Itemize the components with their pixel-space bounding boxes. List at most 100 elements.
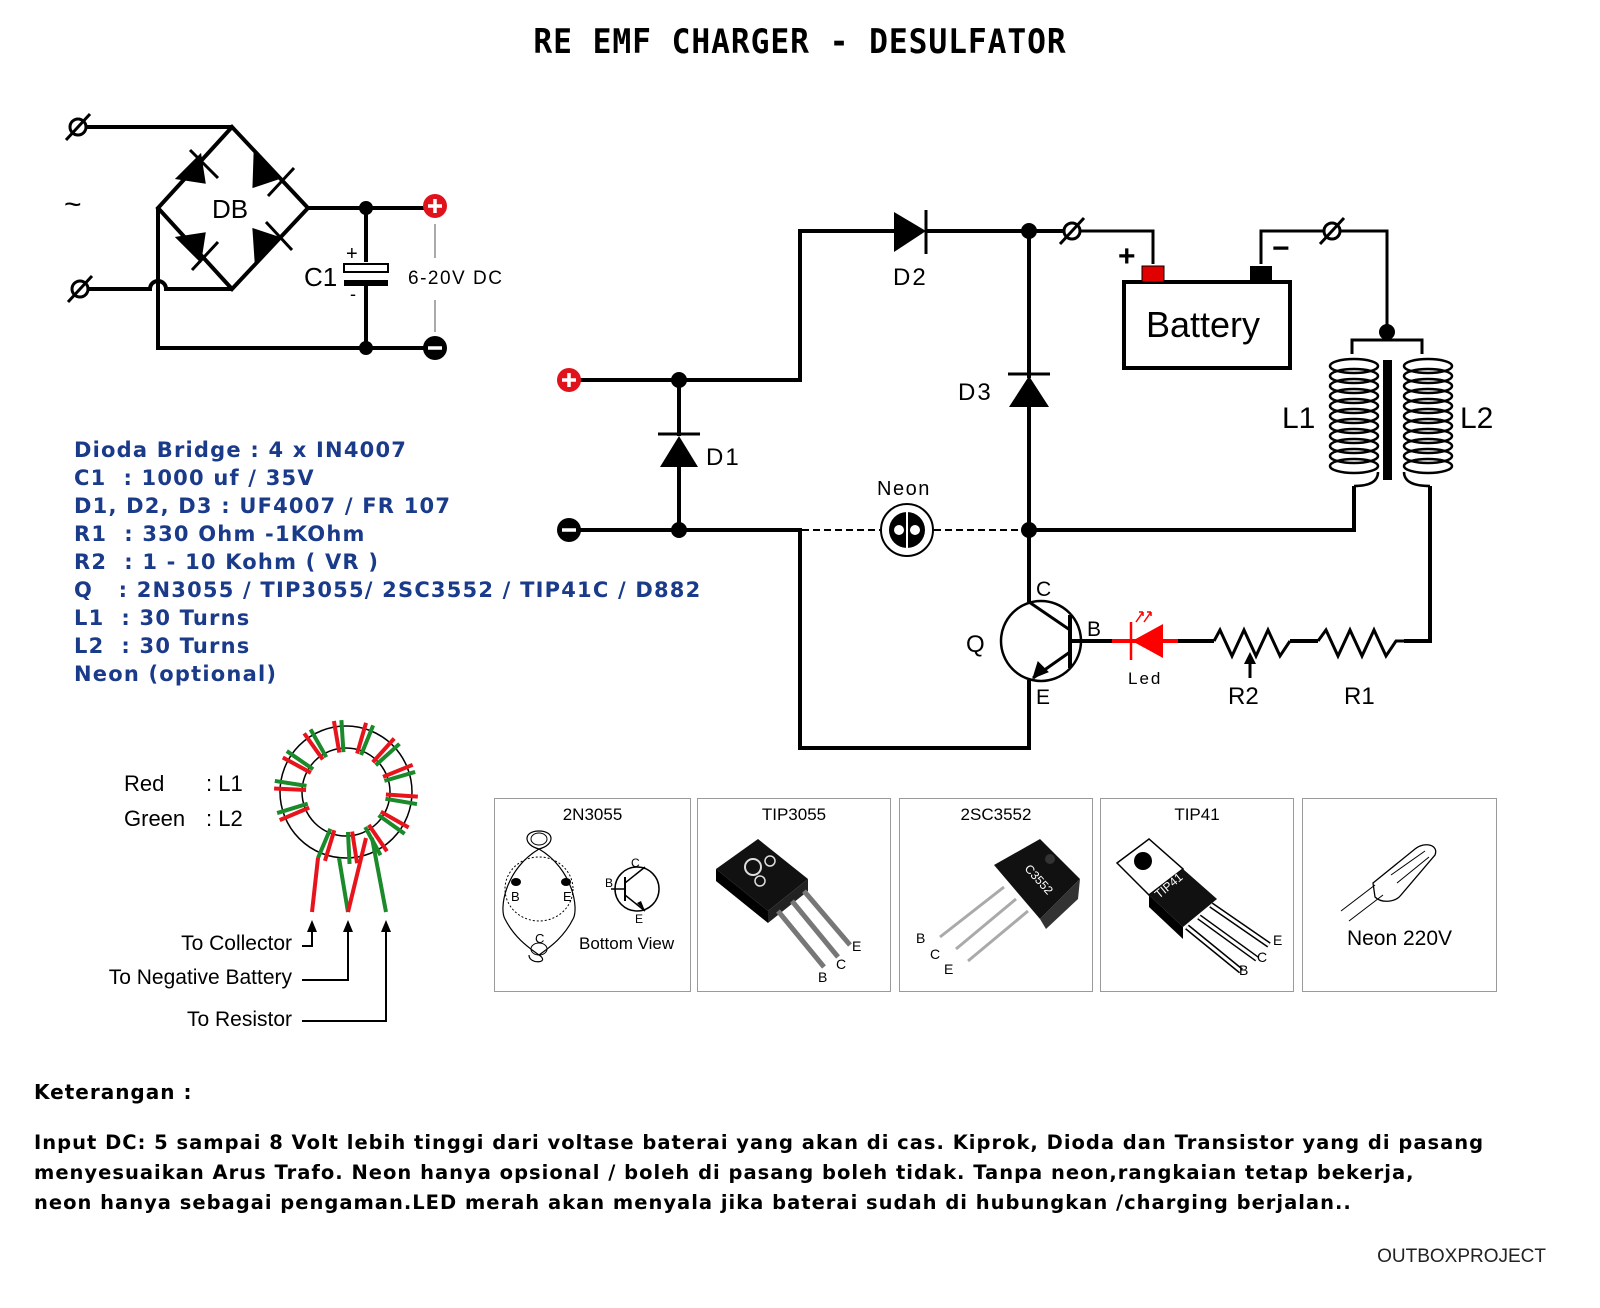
winding-l1 [385,792,418,799]
legend-red-coil: : L1 [206,771,243,796]
led [1112,611,1178,660]
winding-l2 [308,728,329,759]
pin-label: E [563,889,572,904]
bridge-diode [252,220,294,264]
component-name: TIP3055 [761,805,827,824]
winding-l1 [281,755,312,775]
resistor-r1 [1316,626,1404,660]
coil-l2 [1402,357,1454,475]
winding-l2 [383,770,416,783]
l1-label: L1 [1282,402,1315,435]
parts-list-item: Q : 2N3055 / TIP3055/ 2SC3552 / TIP41C /… [74,578,702,602]
winding-l1 [302,732,325,761]
winding-l2 [285,749,315,771]
to220-package-icon: TIP41 E C B [1115,838,1282,978]
winding-l1 [382,762,414,779]
arrow-icon [381,920,391,932]
pin-label: C [930,946,940,962]
d3-label: D3 [958,379,993,406]
toroid-inner-ring [301,747,391,837]
parts-list: Dioda Bridge : 4 x IN4007 C1 : 1000 uf /… [74,436,701,688]
transformer-core [1383,360,1392,480]
neon-label: Neon [877,478,931,500]
pin-label: B [1239,962,1248,978]
component-name: TIP41 [1174,805,1220,824]
toroid-windings [273,720,418,865]
winding-l2 [377,813,406,836]
parts-list-item: L1 : 30 Turns [74,606,251,630]
diode-d1 [658,432,700,467]
psu-positive-terminal [423,194,447,218]
junction-dot [671,372,687,388]
component-card-2sc3552: 2SC3552 C3552 B C E [899,798,1093,992]
winding-l2 [276,801,309,815]
component-name: 2N3055 [562,805,623,824]
to247-package-icon: E C B [716,839,861,985]
transformer [1328,338,1454,488]
wire [1029,486,1356,532]
lead-label-collector: To Collector [181,932,292,955]
wire [1404,486,1432,643]
pin-label: B [818,969,827,985]
component-card-2n3055: 2N3055 B E C C B E Bottom View [494,798,691,992]
resistor-r2-variable [1212,626,1292,678]
component-name: 2SC3552 [960,805,1032,824]
collector-label: C [1036,578,1051,601]
bridge-diode [174,148,220,184]
parts-list-item: Neon (optional) [74,662,278,686]
toroid-outer-ring [279,725,413,859]
notes-heading: Keterangan : [34,1080,193,1104]
diagram-title: RE EMF CHARGER - DESULFATOR [533,22,1067,62]
pin-label: B [605,876,613,890]
winding-l2 [359,724,376,756]
winding-l1 [355,722,368,755]
lead-label-resistor: To Resistor [187,1008,292,1031]
winding-l2 [345,831,352,865]
wire [1339,229,1389,332]
diode-d3 [1008,372,1050,407]
power-supply-section [64,112,435,350]
winding-l1 [350,831,360,864]
wire [580,528,1031,750]
junction-dot [359,201,373,215]
lead-green [370,837,388,913]
cap-plus-sign: + [346,243,358,265]
parts-list-item: D1, D2, D3 : UF4007 / FR 107 [74,494,452,518]
r2-label: R2 [1228,683,1259,710]
toroid-winding-diagram [273,720,418,1022]
arrow-icon [343,920,353,932]
pin-label: C [631,856,640,870]
lead-red [346,837,368,913]
transistor-q [999,599,1085,683]
lead-green [337,857,350,913]
bottom-view-caption: Bottom View [579,934,675,953]
component-card-tip41: TIP41 TIP41 E C B [1100,798,1294,992]
credit-watermark: OUTBOXPROJECT [1377,1246,1546,1267]
winding-l2 [274,778,307,788]
d2-label: D2 [893,264,928,291]
parts-list-item: R1 : 330 Ohm -1KOhm [74,522,366,546]
parts-list-item: Dioda Bridge : 4 x IN4007 [74,438,408,462]
notes-line: menyesuaikan Arus Trafo. Neon hanya opsi… [34,1161,1415,1184]
component-card-neon: Neon 220V [1302,798,1497,992]
junction-dot [671,522,687,538]
capacitor-label: C1 [304,262,337,292]
lead-red [310,857,320,913]
parts-list-item: L2 : 30 Turns [74,634,251,658]
winding-l1 [371,737,396,764]
winding-l2 [385,796,418,807]
wire [1259,229,1325,264]
wire [1079,229,1155,264]
neon-bulb-icon [1340,844,1437,922]
battery-clip-positive [1058,216,1086,246]
pin-label: C [836,956,846,972]
winding-l2 [374,742,401,767]
wire [156,208,435,350]
winding-l1 [379,809,410,830]
notes-line: Input DC: 5 sampai 8 Volt lebih tinggi d… [34,1131,1485,1154]
legend-red: Red [124,771,164,796]
lead-label-negative-battery: To Negative Battery [109,966,293,989]
d1-label: D1 [706,444,741,471]
pin-label: B [916,930,925,946]
